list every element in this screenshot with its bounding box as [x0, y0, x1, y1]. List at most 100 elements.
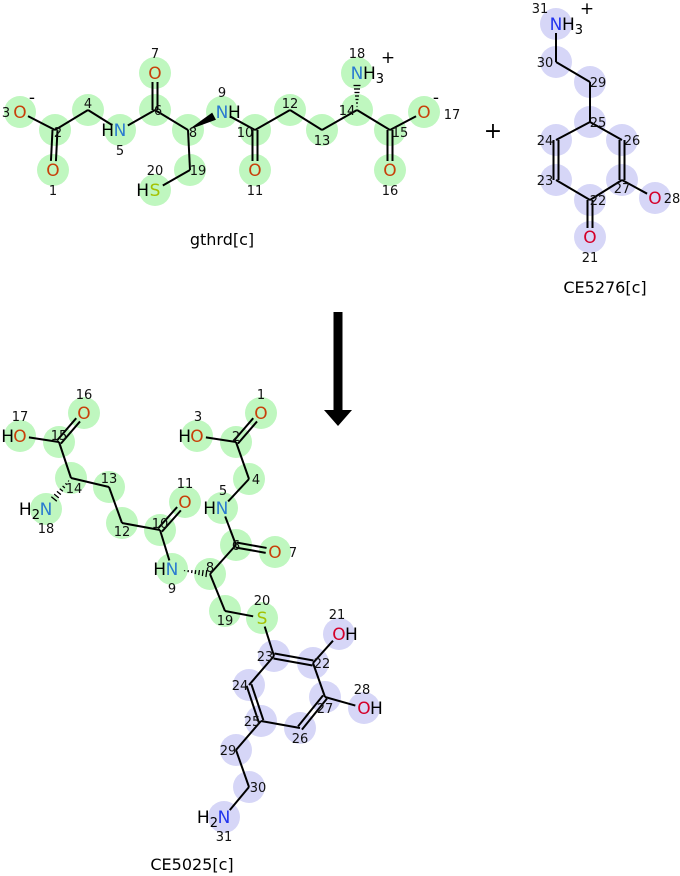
bond-CE5025-25-24	[245, 683, 265, 723]
bond-CE5025-2-3	[205, 436, 237, 443]
bond-CE5025-20-23	[263, 626, 275, 657]
bond-CE5025-8-19	[209, 573, 226, 612]
atom-number-gthrd-10: 10	[237, 126, 254, 141]
atom-number-CE5025-12: 12	[114, 525, 131, 540]
atom-number-CE5025-24: 24	[232, 679, 249, 694]
atom-number-CE5276-30: 30	[537, 56, 554, 71]
atom-symbol-CE5025-31: N	[218, 808, 231, 828]
bond-CE5025-10-9	[159, 529, 171, 561]
atom-symbol-gthrd-18: N	[351, 64, 364, 84]
atom-highlight-gthrd-18	[341, 57, 373, 89]
atom-symbol-gthrd-20: S	[150, 181, 161, 201]
atom-number-CE5276-26: 26	[624, 134, 641, 149]
atom-number-gthrd-16: 16	[382, 184, 399, 199]
bond-CE5276-30-29	[555, 61, 591, 83]
atom-highlight-gthrd-17	[408, 96, 440, 128]
bond-CE5025-19-20	[224, 610, 254, 618]
atom-number-gthrd-2: 2	[54, 126, 62, 141]
atom-number-CE5025-16: 16	[76, 388, 93, 403]
atom-number-CE5276-23: 23	[537, 174, 554, 189]
atom-number-CE5025-31: 31	[216, 830, 233, 845]
bond-gthrd-8-9	[188, 112, 216, 130]
atom-number-CE5025-7: 7	[289, 546, 297, 561]
atom-highlight-gthrd-7	[139, 57, 171, 89]
bond-gthrd-2-1	[49, 129, 59, 162]
bond-gthrd-8-19	[187, 129, 191, 171]
bond-gthrd-13-14	[321, 109, 358, 131]
atom-number-gthrd-9: 9	[218, 86, 226, 101]
bond-gthrd-5-6	[127, 109, 156, 127]
bond-CE5025-13-12	[108, 486, 123, 524]
bond-CE5025-9-8	[183, 569, 208, 578]
atom-symbol-CE5025-18: N	[40, 500, 53, 520]
atom-hydrogens-CE5025-5: H	[203, 499, 216, 519]
atom-number-CE5025-1: 1	[257, 388, 265, 403]
bond-gthrd-6-8	[154, 109, 189, 131]
atom-number-gthrd-14: 14	[339, 104, 356, 119]
atom-symbol-CE5025-3: O	[190, 427, 203, 447]
atom-highlight-CE5025-11	[169, 486, 201, 518]
atom-number-CE5025-2: 2	[232, 430, 240, 445]
atom-highlight-CE5025-20	[246, 602, 278, 634]
atom-highlight-CE5025-16	[68, 397, 100, 429]
bond-CE5025-23-22	[273, 652, 314, 667]
atom-number-CE5025-26: 26	[292, 732, 309, 747]
bond-CE5276-22-21	[586, 200, 594, 228]
atom-symbol-gthrd-5: N	[114, 121, 127, 141]
atom-number-CE5276-25: 25	[590, 116, 607, 131]
atom-number-gthrd-20: 20	[147, 164, 164, 179]
bond-CE5025-22-21	[312, 640, 334, 664]
bond-gthrd-9-10	[229, 115, 256, 131]
atom-number-gthrd-3: 3	[2, 106, 10, 121]
bond-CE5276-27-28	[621, 179, 648, 195]
atom-number-CE5025-22: 22	[314, 657, 331, 672]
bond-CE5025-29-30	[235, 749, 250, 788]
atom-number-gthrd-8: 8	[189, 126, 197, 141]
atom-hydrogens-CE5025-18: H2	[19, 500, 40, 523]
atom-number-CE5025-21: 21	[329, 608, 346, 623]
bond-CE5276-26-27	[618, 140, 626, 180]
bond-CE5025-30-31	[228, 786, 250, 811]
bond-CE5025-6-5	[224, 516, 237, 546]
atom-symbol-CE5025-11: O	[178, 493, 191, 513]
bond-CE5025-27-26	[297, 694, 328, 731]
atom-symbol-CE5025-16: O	[77, 404, 90, 424]
bond-CE5276-24-25	[555, 121, 591, 141]
atom-number-gthrd-17: 17	[444, 108, 461, 123]
atom-number-CE5025-28: 28	[354, 683, 371, 698]
bond-CE5025-22-27	[312, 662, 326, 698]
atom-symbol-gthrd-9: N	[216, 103, 229, 123]
bond-CE5276-23-24	[552, 140, 560, 180]
atom-highlight-CE5025-28	[348, 692, 380, 724]
atom-symbol-gthrd-1: O	[46, 161, 59, 181]
atom-highlight-gthrd-11	[239, 154, 271, 186]
atom-symbol-CE5276-31: N	[550, 15, 563, 35]
atom-charge-gthrd-3: -	[29, 88, 35, 108]
bond-gthrd-2-4	[54, 109, 89, 131]
atom-number-gthrd-11: 11	[247, 184, 264, 199]
atom-number-CE5276-21: 21	[582, 251, 599, 266]
atom-number-CE5276-22: 22	[590, 194, 607, 209]
atom-hydrogens-CE5025-28: H	[370, 699, 383, 719]
reaction-arrow	[324, 312, 352, 426]
atom-number-CE5025-15: 15	[51, 429, 68, 444]
atom-highlight-CE5276-28	[639, 182, 671, 214]
bond-gthrd-10-11	[251, 130, 259, 161]
bond-CE5025-15-14	[58, 441, 72, 479]
bond-gthrd-14-15	[356, 109, 391, 131]
atom-symbol-gthrd-7: O	[148, 64, 161, 84]
atom-number-CE5025-13: 13	[101, 472, 118, 487]
atom-number-CE5276-31: 31	[532, 2, 549, 17]
molecule-name-CE5276: CE5276[c]	[563, 278, 646, 297]
atom-number-gthrd-6: 6	[154, 104, 162, 119]
atom-number-CE5276-24: 24	[537, 134, 554, 149]
atom-number-gthrd-1: 1	[49, 184, 57, 199]
bond-CE5276-25-26	[589, 121, 623, 141]
atom-hydrogens-CE5025-21: H	[345, 625, 358, 645]
atom-highlight-CE5025-7	[259, 536, 291, 568]
bond-CE5276-22-23	[555, 179, 591, 201]
atom-charge-gthrd-18: +	[381, 48, 395, 68]
atom-number-CE5025-3: 3	[194, 410, 202, 425]
bond-gthrd-19-20	[162, 169, 191, 187]
